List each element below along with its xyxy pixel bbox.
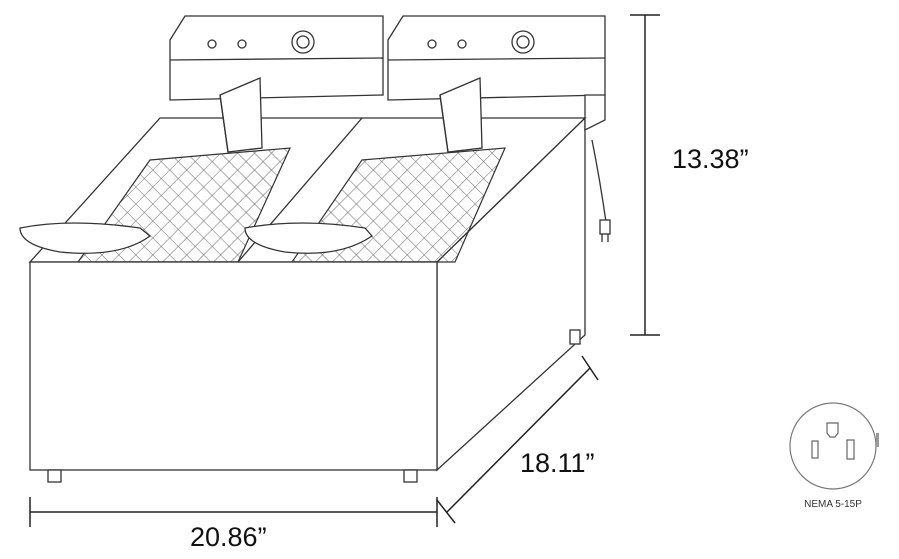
depth-dimension: 18.11”: [436, 355, 599, 524]
neutral-blade-icon: [811, 440, 819, 459]
indicator-light-icon: [237, 39, 247, 49]
left-basket: [19, 77, 291, 263]
basket-handle: [244, 222, 373, 254]
basket-handle: [19, 222, 152, 254]
nema-plug-face: NEMA 5-15P: [789, 402, 879, 510]
plug-label: NEMA 5-15P: [804, 499, 862, 510]
thermostat-knob-icon: [291, 30, 315, 54]
fryer-front-panel: [29, 261, 438, 471]
rear-foot: [569, 329, 581, 345]
height-label: 13.38”: [672, 144, 749, 174]
indicator-light-icon: [427, 39, 437, 49]
width-label: 20.86”: [190, 522, 267, 552]
front-foot: [403, 469, 418, 483]
front-foot: [47, 469, 62, 483]
hot-blade-icon: [846, 439, 855, 460]
indicator-light-icon: [457, 39, 467, 49]
right-basket: [244, 77, 506, 263]
power-cord: [591, 139, 607, 223]
height-dimension: 13.38”: [630, 14, 749, 336]
indicator-light-icon: [207, 39, 217, 49]
thermostat-knob-icon: [511, 30, 535, 54]
width-dimension: 20.86”: [29, 497, 438, 552]
depth-label: 18.11”: [520, 448, 595, 478]
right-control-head: [387, 15, 606, 132]
left-control-head: [169, 15, 384, 101]
plug-icon: [599, 219, 611, 235]
ground-pin-icon: [826, 422, 839, 438]
